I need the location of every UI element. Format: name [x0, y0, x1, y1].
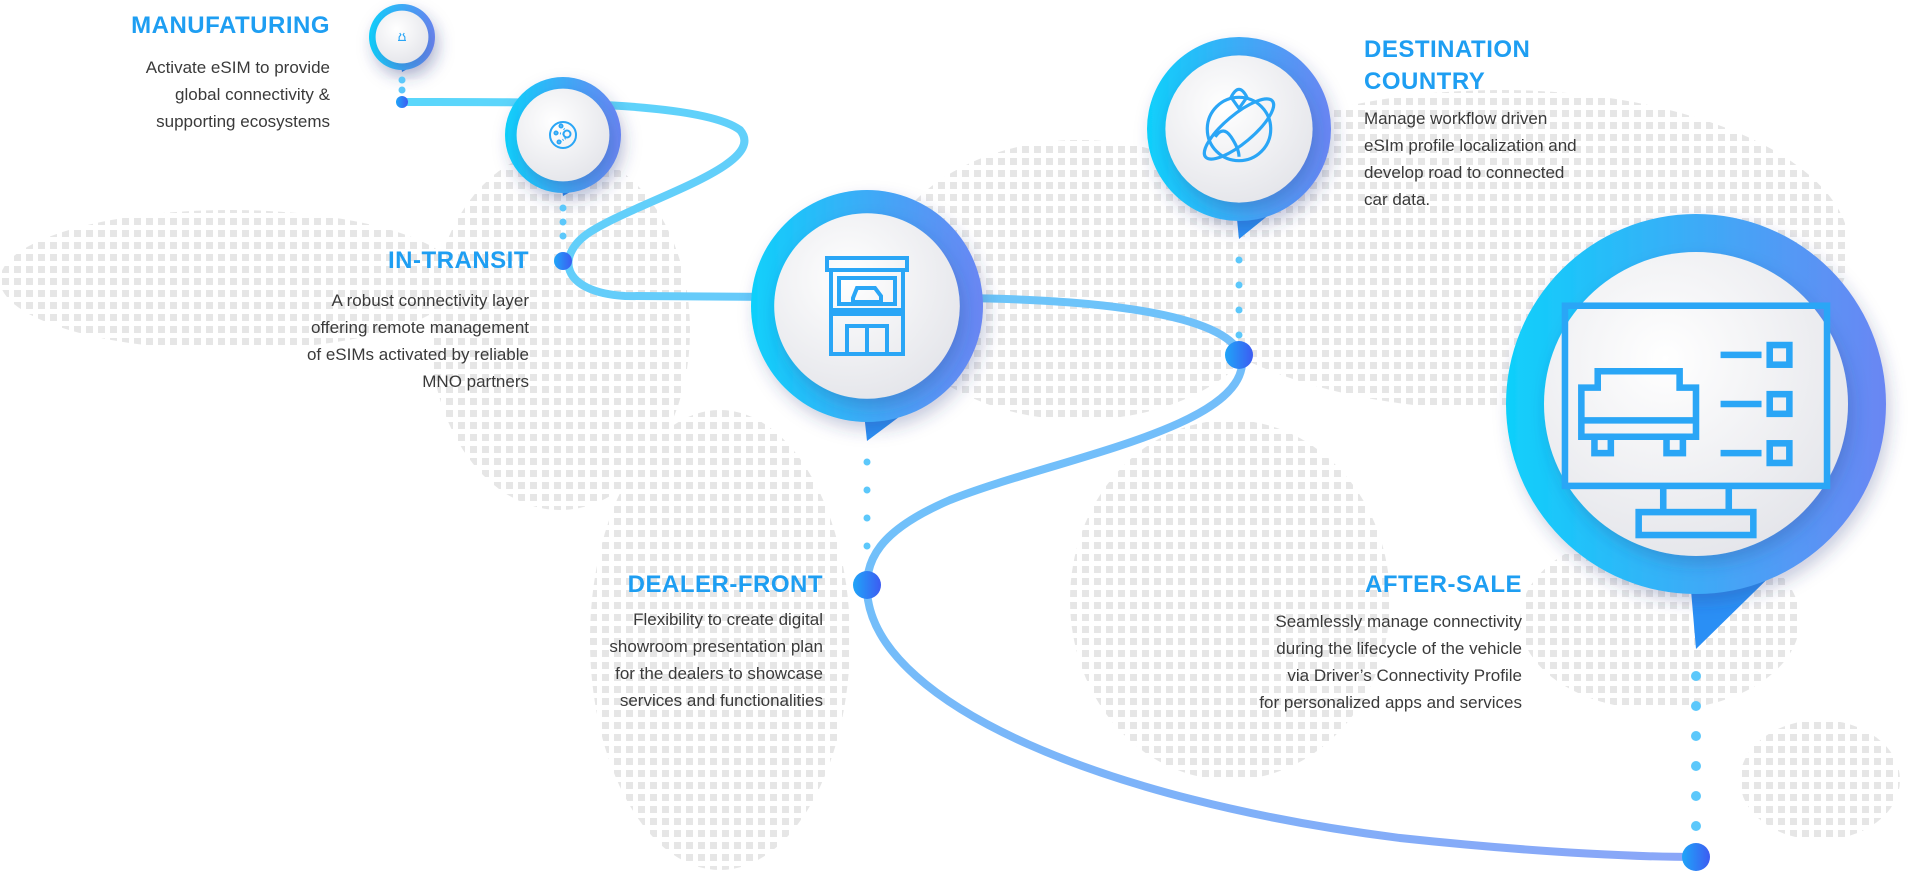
description-line: for the dealers to showcase: [615, 664, 823, 683]
description-line: of eSIMs activated by reliable: [306, 345, 529, 364]
stage-pin-2: [505, 77, 621, 270]
robot-arm-icon: [398, 32, 406, 41]
description-line: global connectivity &: [175, 85, 330, 104]
stage-pin-1: [369, 4, 435, 108]
stage-title: MANUFATURING: [131, 10, 330, 42]
description-line: eSIm profile localization and: [1364, 136, 1577, 155]
connector-dot: [863, 458, 871, 466]
stage-description: Seamlessly manage connectivity during the…: [1259, 608, 1522, 716]
connector-dot: [1235, 281, 1243, 289]
connector-dot: [559, 204, 567, 212]
journey-path: [398, 97, 1700, 861]
connector-dot: [1235, 256, 1243, 264]
stage-title: IN-TRANSIT: [388, 245, 529, 277]
connector-dot: [863, 514, 871, 522]
stage-pin-5: [1506, 214, 1886, 871]
globe-route-icon: [1202, 87, 1276, 163]
stage-title-line: IN-TRANSIT: [388, 247, 529, 274]
description-line: Activate eSIM to provide: [145, 58, 330, 77]
description-line: supporting ecosystems: [156, 112, 330, 131]
connector-dot: [398, 76, 406, 84]
milestone-dot: [396, 96, 408, 108]
stage-title-line: MANUFATURING: [131, 12, 330, 39]
route-map-icon: [549, 121, 577, 149]
connector-dot: [559, 232, 567, 240]
description-line: develop road to connected: [1364, 163, 1565, 182]
stage-title: DESTINATION COUNTRY: [1364, 34, 1530, 98]
milestone-dot: [554, 252, 572, 270]
connector-dot: [559, 218, 567, 226]
stage-pin-4: [1147, 37, 1331, 369]
connector-dot: [863, 542, 871, 550]
stage-description: Flexibility to create digital showroom pr…: [609, 606, 823, 714]
car-monitor-icon: [1561, 302, 1831, 539]
stage-title: AFTER-SALE: [1365, 569, 1522, 601]
connector-dot: [1691, 671, 1701, 681]
description-line: during the lifecycle of the vehicle: [1276, 639, 1522, 658]
connector-dot: [863, 486, 871, 494]
description-line: A robust connectivity layer: [331, 291, 529, 310]
stage-pin-3: [751, 190, 983, 599]
stage-title-line: DEALER-FRONT: [627, 571, 823, 598]
description-line: showroom presentation plan: [609, 637, 823, 656]
description-line: services and functionalities: [619, 691, 823, 710]
description-line: Manage workflow driven: [1364, 109, 1548, 128]
description-line: Seamlessly manage connectivity: [1275, 612, 1522, 631]
milestone-dot: [1682, 843, 1710, 871]
showroom-store-icon: [825, 256, 909, 356]
stage-description: Activate eSIM to provide global connectiv…: [146, 54, 330, 135]
pin-face: [1165, 55, 1313, 203]
description-line: for personalized apps and services: [1259, 693, 1522, 712]
connector-dot: [1691, 761, 1701, 771]
milestone-dot: [1225, 341, 1253, 369]
milestone-dot: [853, 571, 881, 599]
description-line: MNO partners: [422, 372, 529, 391]
connector-dot: [1691, 821, 1701, 831]
connector-dot: [1235, 306, 1243, 314]
pin-face: [375, 10, 429, 64]
connector-dot: [1691, 791, 1701, 801]
stage-title: DEALER-FRONT: [628, 569, 823, 601]
connector-dot: [1691, 731, 1701, 741]
connector-dot: [1691, 701, 1701, 711]
description-line: offering remote management: [311, 318, 529, 337]
description-line: car data.: [1364, 190, 1431, 209]
connector-dot: [398, 86, 406, 94]
stage-title-line: COUNTRY: [1364, 68, 1486, 95]
stage-title-line: DESTINATION: [1364, 36, 1531, 63]
description-line: via Driver’s Connectivity Profile: [1287, 666, 1522, 685]
stage-title-line: AFTER-SALE: [1365, 571, 1522, 598]
stage-description: A robust connectivity layer offering remo…: [307, 287, 529, 395]
connector-dot: [1235, 331, 1243, 339]
description-line: Flexibility to create digital: [633, 610, 823, 629]
stage-description: Manage workflow driven eSIm profile local…: [1364, 105, 1577, 213]
